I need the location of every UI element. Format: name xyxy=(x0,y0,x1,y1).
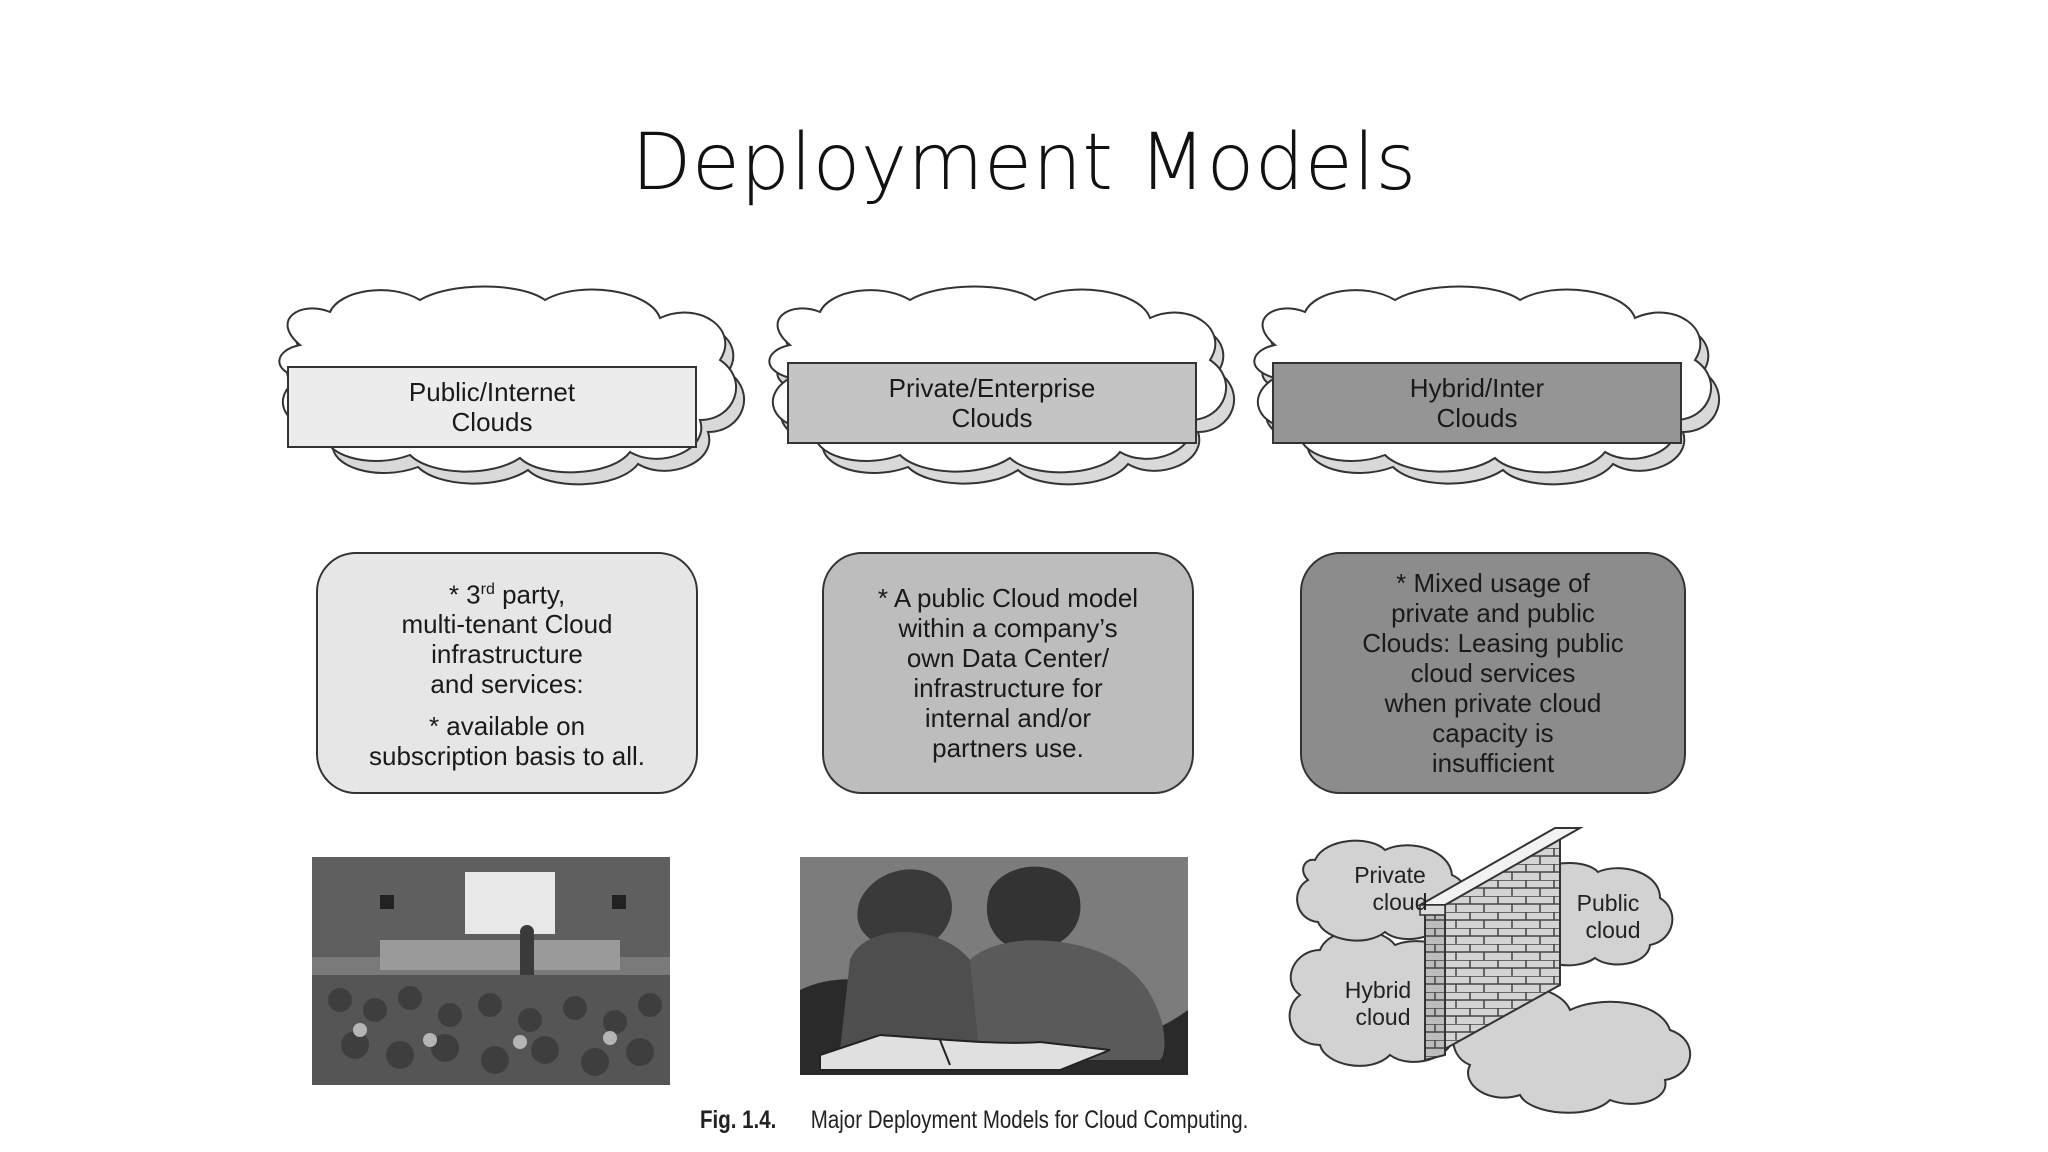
public-clouds-description: * 3rd party, multi-tenant Cloud infrastr… xyxy=(316,552,698,794)
desc-line: * available on xyxy=(428,711,586,742)
banner-label-line2: Clouds xyxy=(951,403,1033,433)
hybrid-clouds-banner: Hybrid/Inter Clouds xyxy=(1272,362,1682,444)
figure-caption-text: Major Deployment Models for Cloud Comput… xyxy=(810,1106,1249,1134)
banner-label-line2: Clouds xyxy=(1436,403,1518,433)
hybrid-clouds-description: * Mixed usage of private and public Clou… xyxy=(1300,552,1686,794)
desc-line: multi-tenant Cloud xyxy=(401,609,613,640)
firewall-illustration xyxy=(1288,827,1691,1114)
desc-line: when private cloud xyxy=(1384,688,1602,718)
desc-line: insufficient xyxy=(1431,748,1555,778)
figure-caption: Fig. 1.4. Major Deployment Models for Clo… xyxy=(700,1106,1248,1135)
desc-line: own Data Center/ xyxy=(906,643,1110,673)
private-clouds-banner: Private/Enterprise Clouds xyxy=(787,362,1197,444)
desc-line: internal and/or xyxy=(924,703,1092,733)
public-clouds-banner: Public/Internet Clouds xyxy=(287,366,697,448)
slide-title: Deployment Models xyxy=(631,118,1417,208)
label-line: Private xyxy=(1354,862,1426,888)
desc-line: Clouds: Leasing public xyxy=(1362,628,1624,658)
desc-line: infrastructure for xyxy=(913,673,1103,703)
banner-label-line1: Hybrid/Inter xyxy=(1409,373,1545,403)
auditorium-photo xyxy=(312,857,670,1085)
desc-line: cloud services xyxy=(1410,658,1576,688)
banner-label-line2: Clouds xyxy=(451,407,533,437)
banner-label-line1: Public/Internet xyxy=(408,377,576,407)
banner-label-line1: Private/Enterprise xyxy=(888,373,1096,403)
hybrid-cloud-label: Hybrid cloud xyxy=(1318,977,1438,1031)
label-line: cloud xyxy=(1355,1004,1411,1030)
desc-line: subscription basis to all. xyxy=(368,741,646,772)
desc-line: capacity is xyxy=(1432,718,1554,748)
desc-line: partners use. xyxy=(932,733,1084,763)
label-line: cloud xyxy=(1585,917,1641,943)
desc-line: * A public Cloud model xyxy=(877,583,1139,613)
desc-line: * 3rd party, xyxy=(448,579,566,610)
people-reading-illustration xyxy=(800,857,1188,1075)
label-line: cloud xyxy=(1372,889,1428,915)
figure-label: Fig. 1.4. xyxy=(700,1106,777,1134)
label-line: Hybrid xyxy=(1344,977,1412,1003)
label-line: Public xyxy=(1576,890,1640,916)
desc-line: and services: xyxy=(430,669,584,700)
public-cloud-label: Public cloud xyxy=(1548,890,1668,944)
private-cloud-label: Private cloud xyxy=(1330,862,1450,916)
ordinal-suffix: rd xyxy=(480,580,495,598)
desc-line: private and public xyxy=(1391,598,1595,628)
desc-line: infrastructure xyxy=(431,639,583,670)
desc-line: within a company’s xyxy=(898,613,1118,643)
private-clouds-description: * A public Cloud model within a company’… xyxy=(822,552,1194,794)
desc-line: * Mixed usage of xyxy=(1396,568,1590,598)
